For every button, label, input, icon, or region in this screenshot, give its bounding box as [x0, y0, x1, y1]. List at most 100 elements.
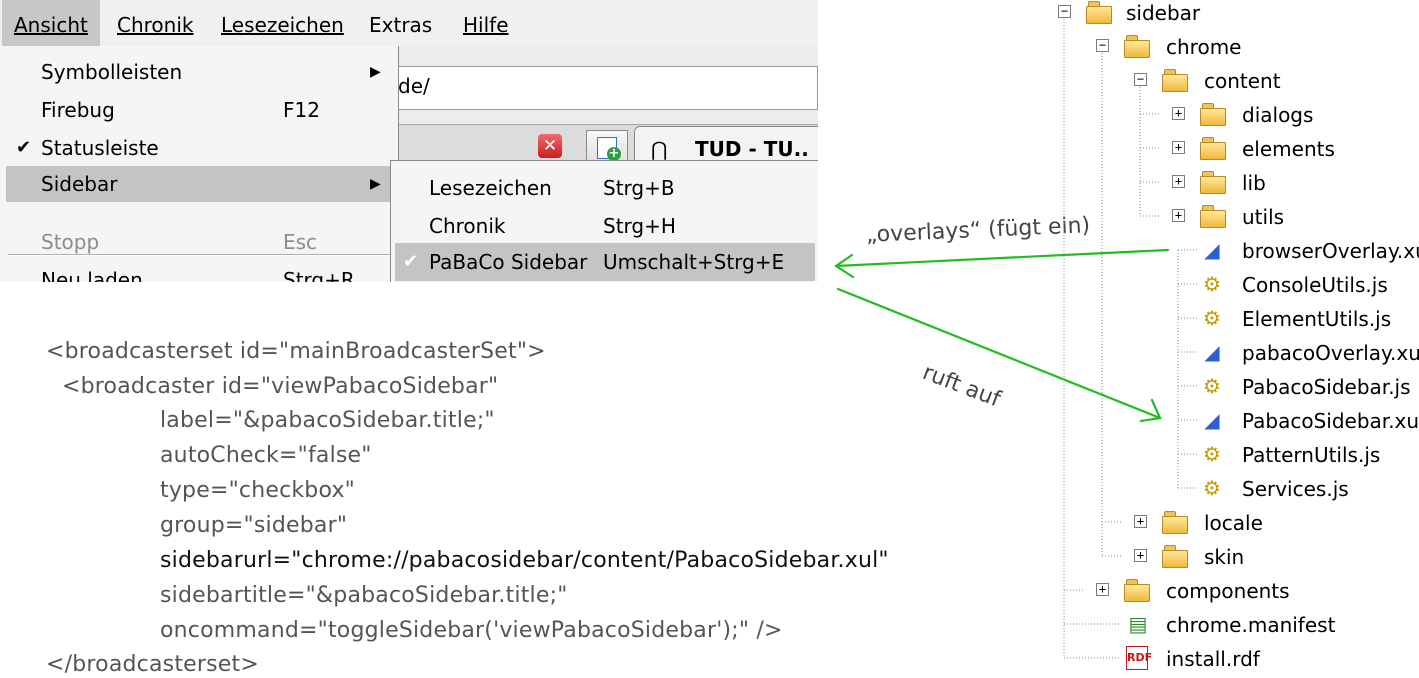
menuitem-shortcut: Strg+B: [603, 176, 675, 200]
menuitem-shortcut: Strg+R: [283, 268, 355, 282]
view-menu-popup: Symbolleisten ▶ Firebug F12 ✔ Statusleis…: [0, 46, 399, 282]
site-favicon-icon: ⋂: [651, 137, 668, 161]
checkmark-icon: ✔: [16, 137, 32, 158]
tree-node-label: locale: [1204, 511, 1263, 535]
menuitem-label: Symbolleisten: [41, 60, 183, 84]
tree-node-label: chrome.manifest: [1166, 613, 1336, 637]
menuitem-sidebar[interactable]: Sidebar ▶: [6, 166, 390, 202]
url-bar[interactable]: [320, 66, 818, 110]
tree-node-label: Services.js: [1242, 477, 1349, 501]
menuitem-label: Firebug: [41, 98, 115, 122]
code-line: label="&pabacoSidebar.title;": [160, 408, 495, 433]
js-file-icon: ⚙: [1203, 442, 1221, 466]
menu-ansicht[interactable]: Ansicht: [2, 0, 100, 46]
close-tab-icon[interactable]: ✕: [538, 134, 562, 158]
menu-extras[interactable]: Extras: [357, 0, 444, 46]
code-line: oncommand="toggleSidebar('viewPabacoSide…: [160, 618, 783, 643]
tree-node-label: PatternUtils.js: [1242, 443, 1381, 467]
overlay-arrow: [834, 248, 1170, 268]
menu-ansicht-label: Ansicht: [14, 13, 88, 37]
checkmark-icon: ✔: [403, 251, 419, 272]
menuitem-label: Stopp: [41, 230, 100, 254]
expand-icon[interactable]: +: [1172, 141, 1185, 154]
xul-file-icon: ◢: [1204, 238, 1220, 262]
menu-chronik[interactable]: Chronik: [105, 0, 205, 46]
expand-icon[interactable]: +: [1172, 107, 1185, 120]
menu-lesezeichen-label: Lesezeichen: [221, 13, 344, 37]
menu-separator: [8, 254, 390, 256]
tree-node-label: sidebar: [1126, 1, 1201, 25]
menuitem-firebug[interactable]: Firebug F12: [0, 92, 398, 128]
folder-open-icon: [1086, 1, 1112, 24]
tree-node-label: dialogs: [1242, 103, 1314, 127]
code-line: <broadcasterset id="mainBroadcasterSet">: [46, 339, 546, 364]
code-line: group="sidebar": [160, 513, 348, 538]
tree-node-label: browserOverlay.xul: [1242, 239, 1419, 263]
menuitem-shortcut: Umschalt+Strg+E: [603, 250, 785, 274]
menuitem-label: PaBaCo Sidebar: [429, 250, 588, 274]
collapse-icon[interactable]: −: [1058, 5, 1071, 18]
tree-node-label: content: [1204, 69, 1281, 93]
folder-icon: [1162, 545, 1188, 568]
folder-icon: [1200, 137, 1226, 160]
expand-icon[interactable]: +: [1096, 583, 1109, 596]
tree-node-label: pabacoOverlay.xul: [1242, 341, 1419, 365]
menuitem-symbolleisten[interactable]: Symbolleisten ▶: [0, 54, 398, 90]
menuitem-statusleiste[interactable]: ✔ Statusleiste: [0, 130, 398, 166]
code-line: <broadcaster id="viewPabacoSidebar": [62, 374, 499, 399]
expand-icon[interactable]: +: [1172, 175, 1185, 188]
code-line: autoCheck="false": [160, 443, 372, 468]
plus-icon: +: [607, 146, 621, 161]
tree-node-label: utils: [1242, 205, 1285, 229]
tree-node-label: ElementUtils.js: [1242, 307, 1392, 331]
file-tree: − sidebar − chrome − content + dialogs +…: [1040, 0, 1419, 678]
menuitem-stopp[interactable]: Stopp Esc: [0, 224, 398, 260]
tree-node-label: ConsoleUtils.js: [1242, 273, 1388, 297]
xul-file-icon: ◢: [1204, 408, 1220, 432]
submenu-chronik[interactable]: Chronik Strg+H: [391, 207, 818, 245]
menu-lesezeichen[interactable]: Lesezeichen: [209, 0, 356, 46]
menu-hilfe[interactable]: Hilfe: [451, 0, 521, 46]
folder-icon: [1200, 205, 1226, 228]
submenu-pabaco-sidebar[interactable]: ✔ PaBaCo Sidebar Umschalt+Strg+E: [395, 243, 815, 281]
submenu-lesezeichen[interactable]: Lesezeichen Strg+B: [391, 169, 818, 207]
menuitem-label: Lesezeichen: [429, 176, 552, 200]
tab-tud[interactable]: ⋂ TUD - TU..: [634, 126, 818, 166]
xul-file-icon: ◢: [1204, 340, 1220, 364]
code-line-sidebarurl: sidebarurl="chrome://pabacosidebar/conte…: [160, 548, 889, 573]
tree-node-label: elements: [1242, 137, 1335, 161]
collapse-icon[interactable]: −: [1134, 73, 1147, 86]
expand-icon[interactable]: +: [1134, 549, 1147, 562]
js-file-icon: ⚙: [1203, 374, 1221, 398]
calls-arrowhead: [1139, 398, 1162, 423]
tree-node-label: skin: [1204, 545, 1245, 569]
tab-title: TUD - TU..: [695, 137, 809, 161]
folder-icon: [1200, 171, 1226, 194]
menu-chronik-label: Chronik: [117, 13, 194, 37]
calls-arrow: [836, 287, 1162, 420]
menuitem-neu-laden[interactable]: Neu laden Strg+R: [0, 262, 398, 282]
menuitem-label: Chronik: [429, 214, 506, 238]
folder-icon: [1162, 511, 1188, 534]
expand-icon[interactable]: +: [1134, 515, 1147, 528]
expand-icon[interactable]: +: [1172, 209, 1185, 222]
submenu-arrow-icon: ▶: [370, 176, 381, 192]
js-file-icon: ⚙: [1203, 476, 1221, 500]
tree-node-label: lib: [1242, 171, 1266, 195]
menuitem-shortcut: Strg+H: [603, 214, 676, 238]
folder-icon: [1200, 103, 1226, 126]
menuitem-shortcut: F12: [283, 98, 320, 122]
menuitem-label: Neu laden: [41, 268, 143, 282]
code-line: sidebartitle="&pabacoSidebar.title;": [160, 583, 568, 608]
menu-extras-label: Extras: [369, 13, 433, 37]
folder-open-icon: [1124, 35, 1150, 58]
menuitem-label: Statusleiste: [41, 136, 159, 160]
collapse-icon[interactable]: −: [1096, 39, 1109, 52]
manifest-file-icon: ▤: [1128, 612, 1148, 636]
js-file-icon: ⚙: [1203, 272, 1221, 296]
tree-node-label: PabacoSidebar.xul: [1242, 409, 1419, 433]
code-line: </broadcasterset>: [46, 652, 259, 677]
rdf-file-icon: RDF: [1126, 646, 1152, 670]
overlay-arrowhead: [834, 253, 855, 279]
